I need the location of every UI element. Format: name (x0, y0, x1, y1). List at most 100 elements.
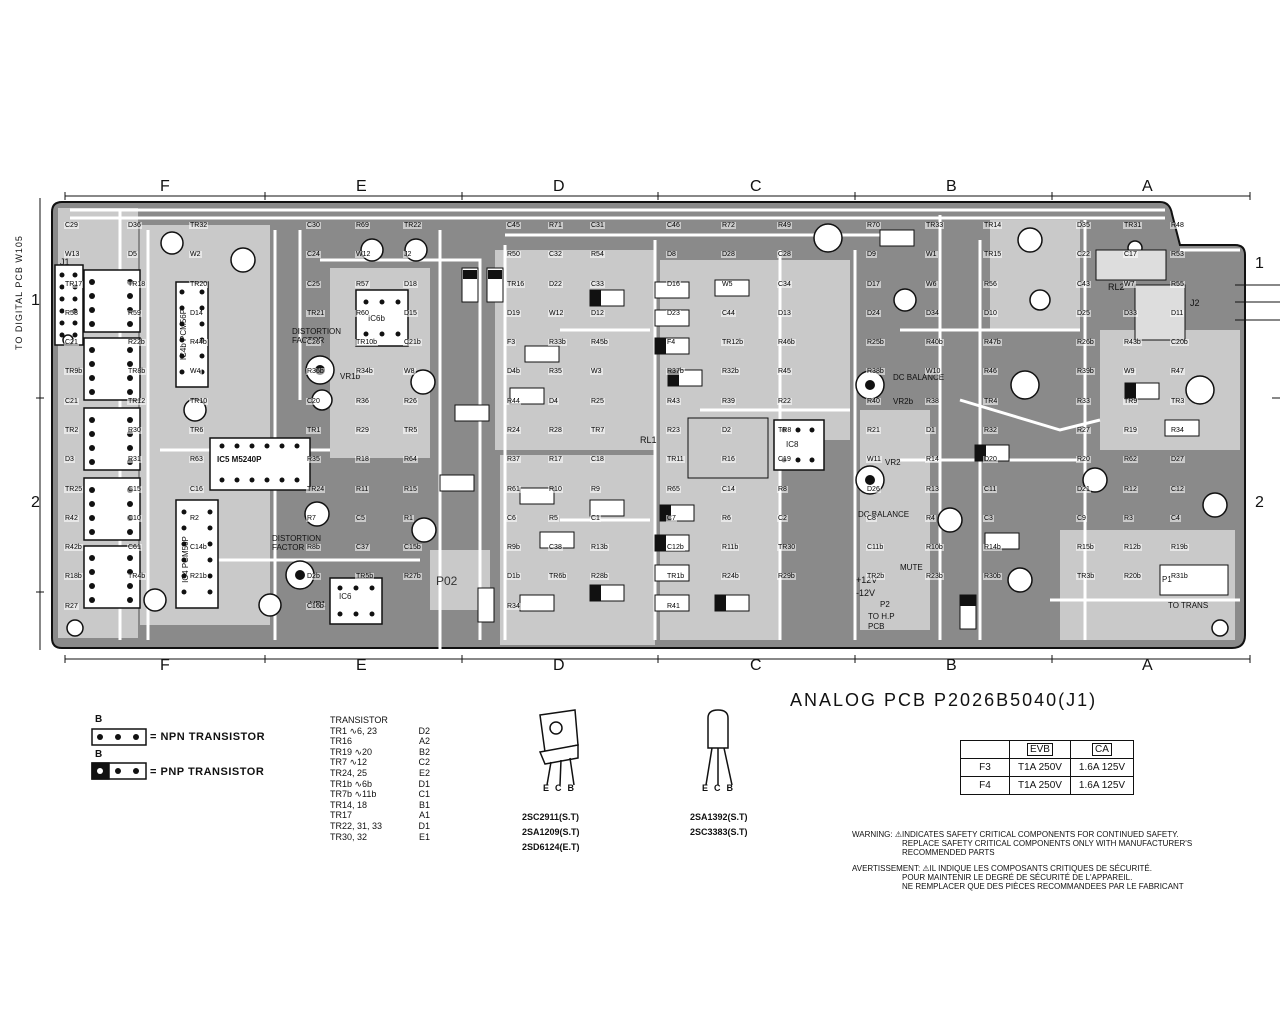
component-label: R42b (64, 544, 83, 551)
label-p2: P2 (880, 600, 890, 609)
component-label: F4 (666, 339, 677, 346)
component-label: W8 (403, 368, 416, 375)
label-dc-balance-2: DC BALANCE (858, 510, 910, 519)
component-label: R14b (983, 544, 1002, 551)
component-label: R20 (1076, 456, 1091, 463)
component-label: R53 (1170, 251, 1185, 258)
row-number-2: 2 (31, 494, 40, 511)
component-label: TR10b (355, 339, 379, 346)
component-label: R30b (983, 573, 1002, 580)
component-label: TR17 (64, 281, 84, 288)
legend-b-npn: B (95, 714, 103, 725)
component-label: R47b (983, 339, 1002, 346)
component-label: R18 (355, 456, 370, 463)
component-label: C16 (189, 486, 204, 493)
component-label: R36b (306, 368, 325, 375)
component-label: R7 (306, 515, 317, 522)
label-rl2: RL2 (1108, 282, 1125, 292)
component-label: C22 (1076, 251, 1091, 258)
component-label: D21 (1076, 486, 1091, 493)
component-label: R59 (127, 310, 142, 317)
component-label: R16 (721, 456, 736, 463)
component-label: D2b (306, 573, 321, 580)
component-label: R24 (506, 427, 521, 434)
component-label: C37 (355, 544, 370, 551)
component-label: W6 (925, 281, 938, 288)
component-label: C17 (1123, 251, 1138, 258)
component-label: W4 (189, 368, 202, 375)
component-label: R26b (1076, 339, 1095, 346)
component-label: R30 (127, 427, 142, 434)
component-label: D22 (548, 281, 563, 288)
component-label: C8 (866, 515, 877, 522)
component-label: TR14 (983, 222, 1003, 229)
component-label: R58 (64, 310, 79, 317)
component-label: R25b (866, 339, 885, 346)
component-label: R27 (64, 603, 79, 610)
component-label: R49 (777, 222, 792, 229)
component-label: TR16 (506, 281, 526, 288)
component-label: R60 (355, 310, 370, 317)
component-label: R57 (355, 281, 370, 288)
component-label: D2 (721, 427, 732, 434)
component-label: R10b (925, 544, 944, 551)
component-label: C11b (866, 544, 885, 551)
component-label: D35 (1076, 222, 1091, 229)
component-label: C44 (721, 310, 736, 317)
component-label: TR9b (64, 368, 84, 375)
component-label: TR6b (548, 573, 568, 580)
component-label: C2 (777, 515, 788, 522)
label-ic6: IC6 (339, 592, 352, 601)
fuse-table: EVB CA F3 T1A 250V 1.6A 125V F4 T1A 250V… (960, 740, 1135, 795)
component-label: R61 (506, 486, 521, 493)
component-label: D11 (1170, 310, 1185, 317)
component-label: R32b (721, 368, 740, 375)
component-label: D4b (506, 368, 521, 375)
fuse-header-evb: EVB (1009, 740, 1071, 759)
component-label: R11b (721, 544, 740, 551)
component-label: R1 (403, 515, 414, 522)
component-label: C21b (403, 339, 422, 346)
transistor-list-header: TRANSISTOR (330, 715, 388, 725)
warning-english: WARNING: ⚠INDICATES SAFETY CRITICAL COMP… (852, 830, 1193, 857)
label-vr1b: VR1b (340, 372, 361, 381)
component-label: D5 (127, 251, 138, 258)
component-label: R12 (1123, 486, 1138, 493)
component-label: TR8b (127, 368, 147, 375)
component-label: R22b (127, 339, 146, 346)
grid-letter-bottom: B (946, 657, 957, 674)
label-to-hp: TO H.P (868, 612, 895, 621)
component-label: R8 (777, 486, 788, 493)
label-minus12v: -12V (856, 588, 876, 598)
label-dc-balance-1: DC BALANCE (893, 373, 945, 382)
component-label: D10 (983, 310, 998, 317)
component-label: TR4 (983, 398, 999, 405)
component-label: C25 (306, 281, 321, 288)
component-label: C26 (306, 339, 321, 346)
component-label: D25 (1076, 310, 1091, 317)
component-label: C61 (127, 544, 142, 551)
label-rl1: RL1 (640, 435, 657, 445)
component-label: R40b (925, 339, 944, 346)
legend-b-pnp: B (95, 749, 103, 760)
component-label: TR2b (866, 573, 886, 580)
component-label: R9b (506, 544, 521, 551)
component-label: R20b (1123, 573, 1142, 580)
label-mute: MUTE (900, 563, 923, 572)
component-label: C12b (666, 544, 685, 551)
component-label: TR8 (777, 427, 793, 434)
component-label: TR18 (127, 281, 147, 288)
component-label: W13 (64, 251, 81, 258)
label-plus12v: +12V (856, 575, 878, 585)
grid-letter-bottom: A (1142, 657, 1153, 674)
label-ic8: IC8 (786, 440, 799, 449)
component-label: TR5b (355, 573, 375, 580)
component-label: TR1b (666, 573, 686, 580)
package-b-parts: 2SA1392(S.T)2SC3383(S.T) (690, 812, 748, 837)
component-label: R13 (925, 486, 940, 493)
component-label: C14 (721, 486, 736, 493)
component-label: R38b (866, 368, 885, 375)
